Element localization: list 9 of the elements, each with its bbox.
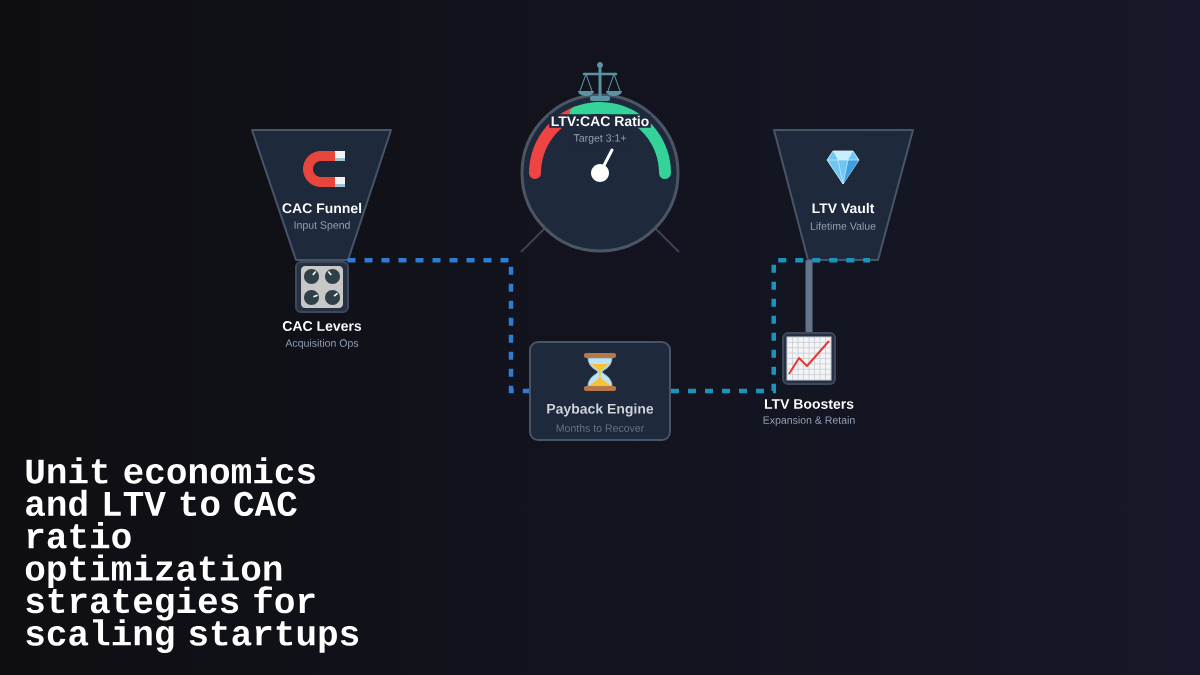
node-label: CAC Levers [282,321,362,331]
node-caption: Expansion & Retain [763,416,855,426]
dashed-line [671,258,870,394]
title: Unit economics and LTV to CAC ratio optimization strategies for scaling startups [25,457,359,653]
dashed-line [347,258,529,394]
process-box: Payback Engine Months to Recover [529,341,671,441]
node-label: LTV:CAC Ratio [549,114,651,128]
node-caption: Acquisition Ops [285,339,359,349]
node-label: LTV Boosters [764,399,854,409]
